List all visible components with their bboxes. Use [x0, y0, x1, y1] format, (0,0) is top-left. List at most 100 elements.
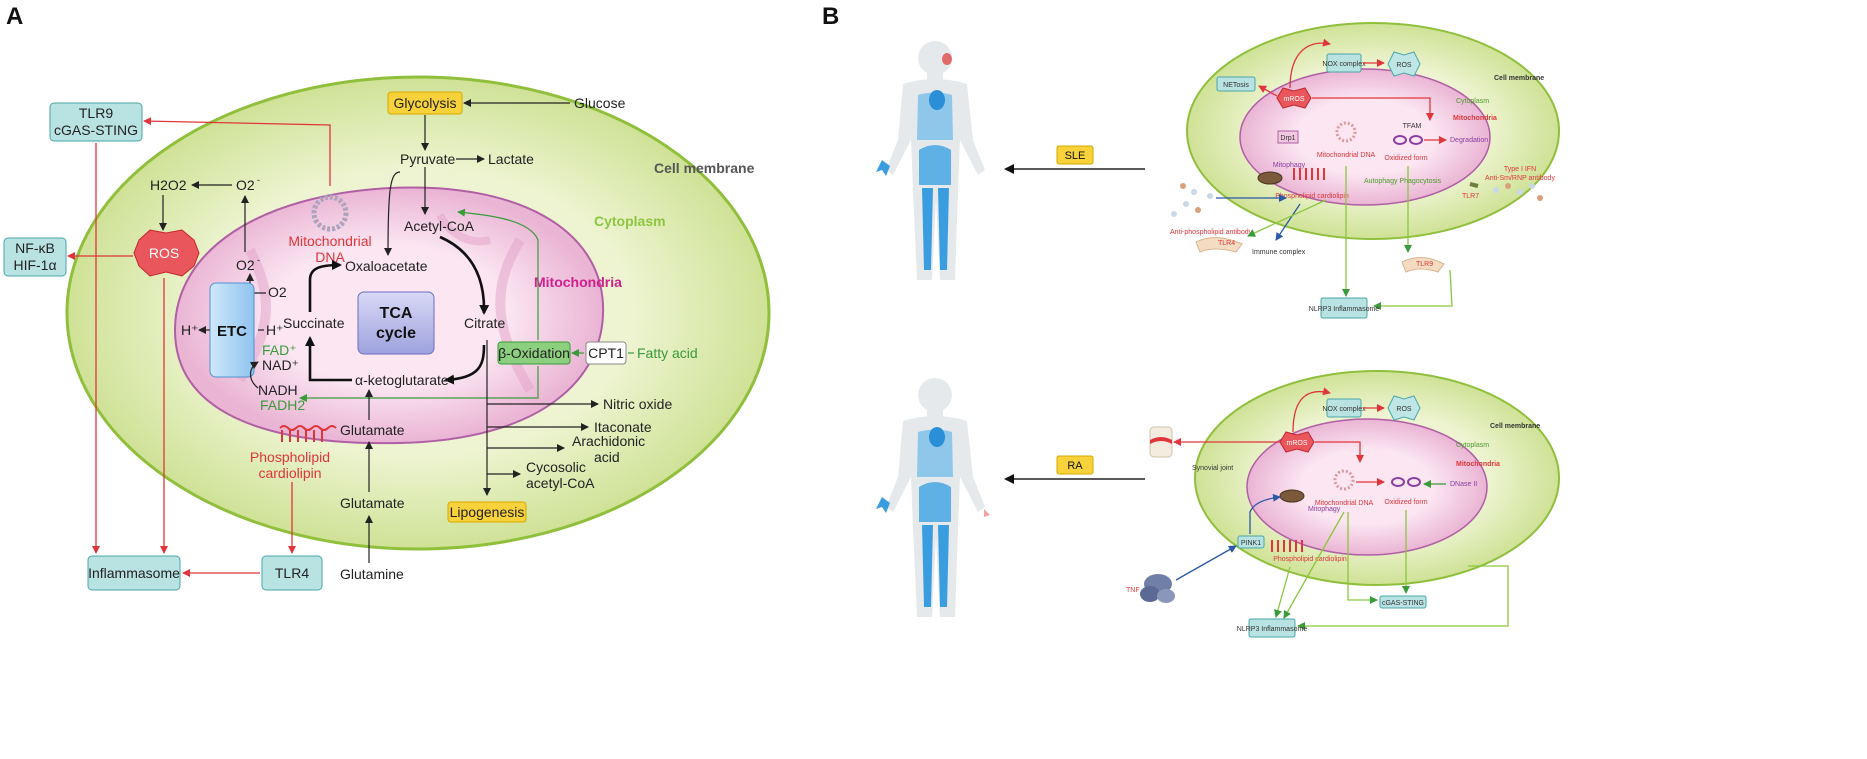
sle-tlr4-label: TLR4 [1218, 240, 1235, 247]
nadh-to-nad-arrow [249, 361, 259, 389]
glycolysis-label: Glycolysis [393, 95, 456, 111]
ra-nox-box [1326, 398, 1362, 418]
tca-arrow-citrate [439, 235, 490, 315]
sle-mros-to-nox-arrow [1289, 38, 1331, 89]
nadh-label: NADH [258, 382, 298, 398]
pyruvate-label: Pyruvate [400, 151, 455, 167]
glutamate-outer-label: Glutamate [340, 495, 405, 511]
ra-pink1-label: PINK1 [1241, 540, 1261, 547]
sle-drp1-label: Drp1 [1280, 135, 1295, 142]
sle-antibody-label: Anti-phospholipid antibody [1170, 229, 1253, 236]
akg-label: α-ketoglutarate [355, 372, 449, 388]
beta-to-fadh2-arrow [299, 366, 539, 402]
tca-label-2: cycle [376, 325, 416, 342]
tlr9-label: TLR9 [79, 105, 113, 121]
mitochondrial-dna-icon [311, 194, 349, 232]
ra-dnase-label: DNase II [1450, 481, 1477, 488]
beta-oxidation-label: β-Oxidation [498, 345, 570, 361]
inflammasome-label: Inflammasome [88, 565, 180, 581]
o2-minus-top-label: O2 [236, 177, 255, 193]
panel-label-a: A [6, 3, 23, 30]
sle-mtdna-label: Mitochondrial DNA [1317, 152, 1376, 159]
tlr9-cgas-box [49, 102, 143, 142]
h-plus-left-label: H⁺ [181, 322, 199, 338]
tlr4-box [261, 555, 323, 591]
ra-mros-to-nox-arrow [1292, 387, 1331, 433]
sle-drp1-box [1277, 130, 1299, 144]
fad-label: FAD⁺ [262, 342, 297, 358]
ros-label: ROS [149, 245, 179, 261]
ra-box [1056, 455, 1094, 475]
human-body-ra-icon [876, 378, 990, 617]
ra-tnf-label: TNF [1126, 587, 1140, 594]
beta-to-acetyl-arrow [457, 208, 539, 340]
cgas-sting-label: cGAS-STING [54, 122, 138, 138]
ra-mtdna-to-cgas-arrow [1347, 512, 1378, 604]
tca-label-1: TCA [380, 305, 413, 322]
sle-cell-membrane-label: Cell membrane [1494, 75, 1544, 82]
itaconate-label: Itaconate [594, 419, 652, 435]
fatty-acid-label: Fatty acid [637, 345, 698, 361]
tca-cycle-box [357, 291, 435, 355]
sle-immune-label: Immune complex [1252, 249, 1306, 256]
fadh2-label: FADH2 [260, 397, 305, 413]
sle-tlr4-cell-icon [1195, 237, 1243, 253]
beta-oxidation-box [497, 341, 571, 365]
ra-cgas-box [1379, 595, 1427, 609]
inflammasome-box [87, 555, 181, 591]
tlr4-label: TLR4 [275, 565, 309, 581]
ra-oxidized-label: Oxidized form [1384, 499, 1427, 506]
synovial-inflammation-mark [1150, 437, 1172, 444]
sle-netosis-label: NETosis [1223, 82, 1249, 89]
ra-nlrp3-label: NLRP3 Inflammasome [1237, 626, 1308, 633]
cytoplasm-label: Cytoplasm [594, 213, 666, 229]
tnf-protein-icon [1140, 574, 1175, 603]
ra-mros-to-mtdna-arrow [1315, 441, 1364, 463]
ra-mtdna-icon [1333, 469, 1355, 491]
sle-tlr9-cell-icon [1401, 257, 1445, 273]
sle-nox-label: NOX complex [1322, 61, 1366, 68]
sle-tlr7-label: TLR7 [1462, 193, 1479, 200]
arachidonic-label-2: acid [594, 449, 620, 465]
oxaloacetate-label: Oxaloacetate [345, 258, 428, 274]
ra-label: RA [1067, 460, 1083, 472]
sle-cardiolipin-icon [1293, 168, 1325, 180]
sle-ifn-label: Type I IFN [1504, 166, 1536, 173]
sle-nlrp3-box [1320, 297, 1368, 319]
sle-ros-label: ROS [1396, 62, 1412, 69]
arachidonic-label-1: Arachidonic [572, 433, 645, 449]
ra-mito-shape [1246, 418, 1488, 556]
nfkb-label: NF-κB [15, 240, 55, 256]
ra-cgas-label: cGAS-STING [1382, 600, 1424, 607]
h-plus-right-label: H⁺ [266, 322, 284, 338]
mtdna-to-tlr9-arrow [143, 117, 331, 186]
nitric-oxide-label: Nitric oxide [603, 396, 672, 412]
ra-tnf-to-pink1-arrow [1175, 545, 1237, 581]
cpt1-label: CPT1 [588, 345, 624, 361]
cardiolipin-label-2: cardiolipin [258, 465, 321, 481]
cytosolic-label-2: acetyl-CoA [526, 475, 595, 491]
panel-label-b: B [822, 3, 839, 30]
pyruvate-to-oxaloacetate-arrow [384, 171, 401, 256]
sle-ros-shape [1387, 51, 1421, 77]
succinate-label: Succinate [283, 315, 345, 331]
sle-label: SLE [1065, 150, 1086, 162]
tca-arrow-oxaloacetate [308, 260, 342, 312]
ra-loop-to-nlrp3-arrow [1297, 565, 1509, 630]
cardiolipin-label-1: Phospholipid [250, 449, 330, 465]
o2-minus-mito-label: O2 [236, 257, 255, 273]
mtdna-label-1: Mitochondrial [288, 233, 371, 249]
ra-mitochondria-label: Mitochondria [1456, 461, 1500, 468]
glutamate-inner-label: Glutamate [340, 422, 405, 438]
sle-cardiolipin-label: Phospholipid cardiolipin [1275, 193, 1349, 200]
citrate-label: Citrate [464, 315, 505, 331]
sle-immune-complex-arrow [1275, 203, 1301, 241]
ra-nlrp3-box [1248, 618, 1296, 638]
sle-tlr7-receptor-icon [1469, 182, 1479, 188]
lipogenesis-box [447, 501, 527, 523]
sle-rnp-dots-icon [1493, 183, 1543, 201]
ra-mitophagy-icon [1279, 489, 1305, 503]
human-body-sle-icon [876, 41, 985, 280]
ra-cardiolipin-label: Phospholipid cardiolipin [1273, 556, 1347, 563]
